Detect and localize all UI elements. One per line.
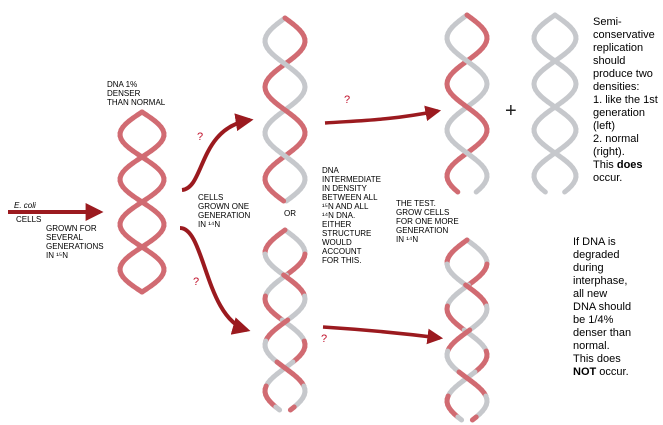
note-line: NOT occur. bbox=[573, 366, 631, 379]
grown-for-line: IN ¹⁵N bbox=[46, 251, 68, 260]
one-generation-line: GROWN ONE bbox=[198, 202, 250, 211]
test-line: IN ¹⁴N bbox=[396, 235, 419, 244]
helix-strand-a bbox=[451, 186, 461, 195]
intermediate-line: DNA bbox=[322, 166, 339, 175]
note-line: (right). bbox=[593, 146, 625, 158]
intermediate-density-label: DNA INTERMEDIATE IN DENSITY BETWEEN ALL … bbox=[322, 166, 381, 265]
intermediate-line: FOR THIS. bbox=[322, 256, 362, 265]
question-mark-upper-branch: ? bbox=[197, 131, 204, 143]
first-generation-helix-top bbox=[262, 15, 308, 204]
intermediate-line: IN DENSITY bbox=[322, 184, 367, 193]
grown-for-label: GROWN FOR SEVERAL GENERATIONS IN ¹⁵N bbox=[46, 224, 104, 260]
note-line: If DNA is bbox=[573, 236, 616, 248]
intermediate-line: ACCOUNT bbox=[322, 247, 362, 256]
note-line: during bbox=[573, 262, 604, 274]
note-line: all new bbox=[573, 288, 608, 300]
cells-label: CELLS bbox=[16, 215, 42, 224]
plus-sign: + bbox=[505, 100, 517, 122]
dna-denser-line: DNA 1% bbox=[107, 80, 138, 89]
intermediate-line: STRUCTURE bbox=[322, 229, 372, 238]
test-line: GROW CELLS bbox=[396, 208, 450, 217]
one-generation-line: IN ¹⁴N bbox=[198, 220, 221, 229]
helix-strand-a bbox=[277, 195, 287, 204]
second-generation-hybrid-helix bbox=[444, 12, 490, 195]
note-line: produce two bbox=[593, 68, 653, 80]
helix-strand-a bbox=[301, 126, 308, 135]
note-emphasis: NOT bbox=[573, 366, 597, 378]
intermediate-line: EITHER bbox=[322, 220, 352, 229]
or-label: OR bbox=[284, 209, 296, 218]
lower-branch-arrow bbox=[179, 226, 251, 335]
semiconservative-note: Semi- conservative replication should pr… bbox=[593, 16, 658, 185]
intermediate-line: ¹⁴N DNA. bbox=[322, 211, 356, 220]
test-line: FOR ONE MORE bbox=[396, 217, 459, 226]
note-text: occur. bbox=[596, 366, 629, 378]
grown-for-line: SEVERAL bbox=[46, 233, 83, 242]
grown-for-line: GENERATIONS bbox=[46, 242, 104, 251]
degraded-dna-note: If DNA is degraded during interphase, al… bbox=[573, 236, 631, 379]
helix-strand-b bbox=[283, 195, 293, 204]
note-line: degraded bbox=[573, 249, 620, 261]
helix-strand-b bbox=[473, 186, 483, 195]
note-line: 1. like the 1st bbox=[593, 94, 658, 106]
note-line: 2. normal bbox=[593, 133, 639, 145]
dna-denser-label: DNA 1% DENSER THAN NORMAL bbox=[107, 80, 165, 107]
note-line: This does bbox=[593, 159, 658, 172]
upper-test-arrow bbox=[324, 105, 442, 125]
second-generation-dispersed-helix bbox=[444, 237, 490, 423]
helix-strand-segment bbox=[455, 414, 465, 423]
note-line: generation bbox=[593, 107, 645, 119]
intermediate-line: BETWEEN ALL bbox=[322, 193, 378, 202]
note-line: should bbox=[593, 55, 626, 67]
intermediate-line: ¹⁵N AND ALL bbox=[322, 202, 369, 211]
test-line: THE TEST. bbox=[396, 199, 436, 208]
question-mark-lower-test: ? bbox=[321, 333, 328, 345]
one-generation-line: CELLS bbox=[198, 193, 224, 202]
first-generation-helix-bottom bbox=[262, 227, 308, 413]
note-line: denser than bbox=[573, 327, 632, 339]
second-generation-light-helix bbox=[531, 12, 579, 195]
helix-strand-b bbox=[562, 186, 571, 195]
test-label: THE TEST. GROW CELLS FOR ONE MORE GENERA… bbox=[396, 199, 459, 244]
helix-strand-a bbox=[483, 123, 490, 132]
note-line: replication bbox=[593, 42, 644, 54]
note-line: (left) bbox=[593, 120, 615, 132]
dna-denser-line: DENSER bbox=[107, 89, 141, 98]
parent-helix bbox=[117, 109, 167, 295]
helix-strand-a bbox=[539, 186, 548, 195]
helix-strand-segment bbox=[469, 414, 479, 423]
one-generation-label: CELLS GROWN ONE GENERATION IN ¹⁴N bbox=[198, 193, 250, 229]
upper-branch-arrow bbox=[181, 113, 254, 192]
intermediate-line: WOULD bbox=[322, 238, 352, 247]
helix-strand-a bbox=[572, 123, 579, 132]
note-line: densities: bbox=[593, 81, 640, 93]
one-generation-line: GENERATION bbox=[198, 211, 251, 220]
question-mark-upper-test: ? bbox=[344, 94, 351, 106]
intermediate-line: INTERMEDIATE bbox=[322, 175, 381, 184]
note-line: occur. bbox=[593, 172, 623, 184]
note-line: interphase, bbox=[573, 275, 628, 287]
dna-denser-line: THAN NORMAL bbox=[107, 98, 166, 107]
note-line: conservative bbox=[593, 29, 655, 41]
note-emphasis: does bbox=[616, 159, 643, 171]
note-line: normal. bbox=[573, 340, 610, 352]
helix-strand-segment bbox=[273, 404, 283, 413]
grown-for-line: GROWN FOR bbox=[46, 224, 97, 233]
helix-strand-segment bbox=[287, 404, 297, 413]
note-line: be 1/4% bbox=[573, 314, 614, 326]
test-line: GENERATION bbox=[396, 226, 449, 235]
question-mark-lower-branch: ? bbox=[193, 276, 200, 288]
helix-strand-a bbox=[134, 286, 145, 295]
note-line: Semi- bbox=[593, 16, 622, 28]
note-line: This does bbox=[573, 353, 621, 365]
ecoli-label: E. coli bbox=[14, 201, 36, 210]
lower-test-arrow bbox=[322, 325, 444, 345]
note-text: This bbox=[593, 159, 617, 171]
note-line: DNA should bbox=[573, 301, 632, 313]
